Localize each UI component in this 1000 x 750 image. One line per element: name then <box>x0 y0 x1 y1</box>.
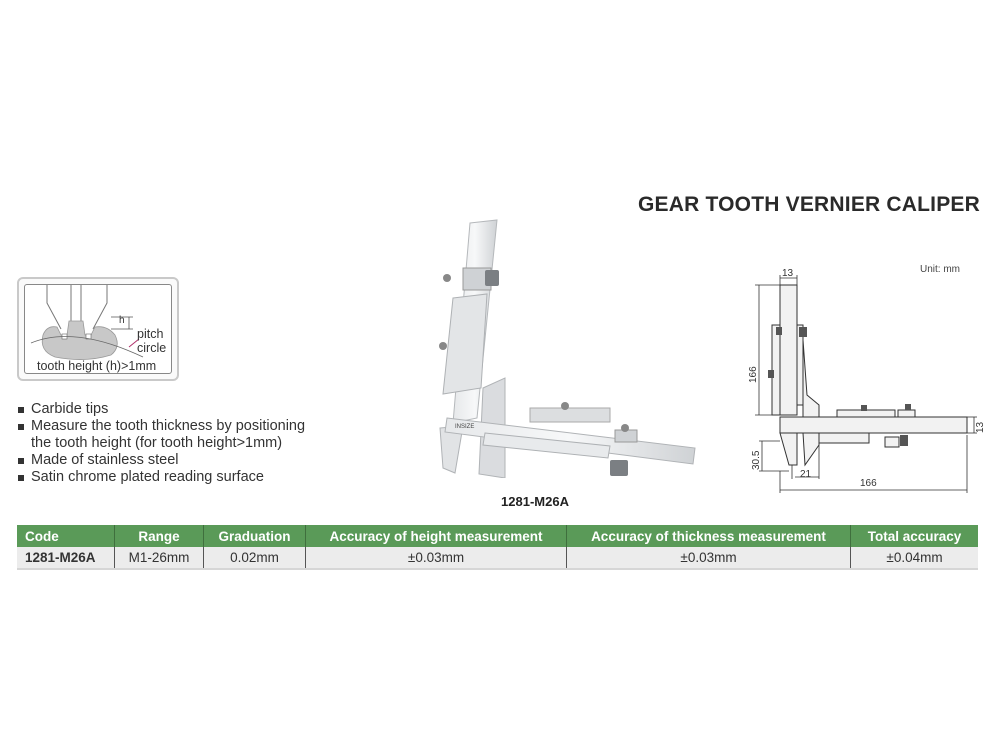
gear-tooth-diagram-icon <box>30 285 144 360</box>
col-total-accuracy: Total accuracy <box>850 525 978 547</box>
cell-code: 1281-M26A <box>17 547 115 569</box>
dim-beam-width: 13 <box>975 421 985 433</box>
cell-height-accuracy: ±0.03mm <box>305 547 567 569</box>
dim-jaw-offset: 21 <box>800 469 812 480</box>
col-height-accuracy: Accuracy of height measurement <box>305 525 567 547</box>
cell-graduation: 0.02mm <box>203 547 306 569</box>
caliper-product-image: INSIZE <box>439 219 696 478</box>
unit-label: Unit: mm <box>920 264 960 275</box>
pitch-label: pitch <box>137 327 164 341</box>
cell-total-accuracy: ±0.04mm <box>850 547 978 569</box>
col-graduation: Graduation <box>203 525 306 547</box>
tooth-height-caption: tooth height (h)>1mm <box>37 359 157 373</box>
col-range: Range <box>114 525 204 547</box>
spec-table: Code Range Graduation Accuracy of height… <box>17 525 978 570</box>
feature-item: Satin chrome plated reading surface <box>18 469 305 486</box>
table-header-row: Code Range Graduation Accuracy of height… <box>17 525 978 547</box>
feature-list: Carbide tips Measure the tooth thickness… <box>18 401 305 486</box>
table-row: 1281-M26A M1-26mm 0.02mm ±0.03mm ±0.03mm… <box>17 547 978 569</box>
dimension-drawing: 13 166 13 30.5 21 166 <box>748 268 985 493</box>
page-title: GEAR TOOTH VERNIER CALIPER <box>637 193 980 216</box>
dim-top-width: 13 <box>782 268 794 279</box>
feature-item: Measure the tooth thickness by positioni… <box>18 418 305 435</box>
illustration-frame: h pitch circle tooth height (h)>1mm <box>24 284 172 374</box>
h-label: h <box>119 315 125 326</box>
feature-item-continued: the tooth height (for tooth height>1mm) <box>31 435 283 451</box>
dim-length: 166 <box>860 478 877 489</box>
brand-mark: INSIZE <box>455 424 474 430</box>
product-code-label: 1281-M26A <box>501 494 569 509</box>
dim-height: 166 <box>748 366 759 383</box>
cell-thickness-accuracy: ±0.03mm <box>566 547 851 569</box>
cell-range: M1-26mm <box>114 547 204 569</box>
tooth-height-illustration: h pitch circle tooth height (h)>1mm <box>17 277 179 381</box>
circle-label: circle <box>137 341 167 355</box>
col-thickness-accuracy: Accuracy of thickness measurement <box>566 525 851 547</box>
feature-item: Made of stainless steel <box>18 452 305 469</box>
dim-jaw: 30.5 <box>751 450 762 470</box>
col-code: Code <box>17 525 115 547</box>
feature-item: Carbide tips <box>18 401 305 418</box>
